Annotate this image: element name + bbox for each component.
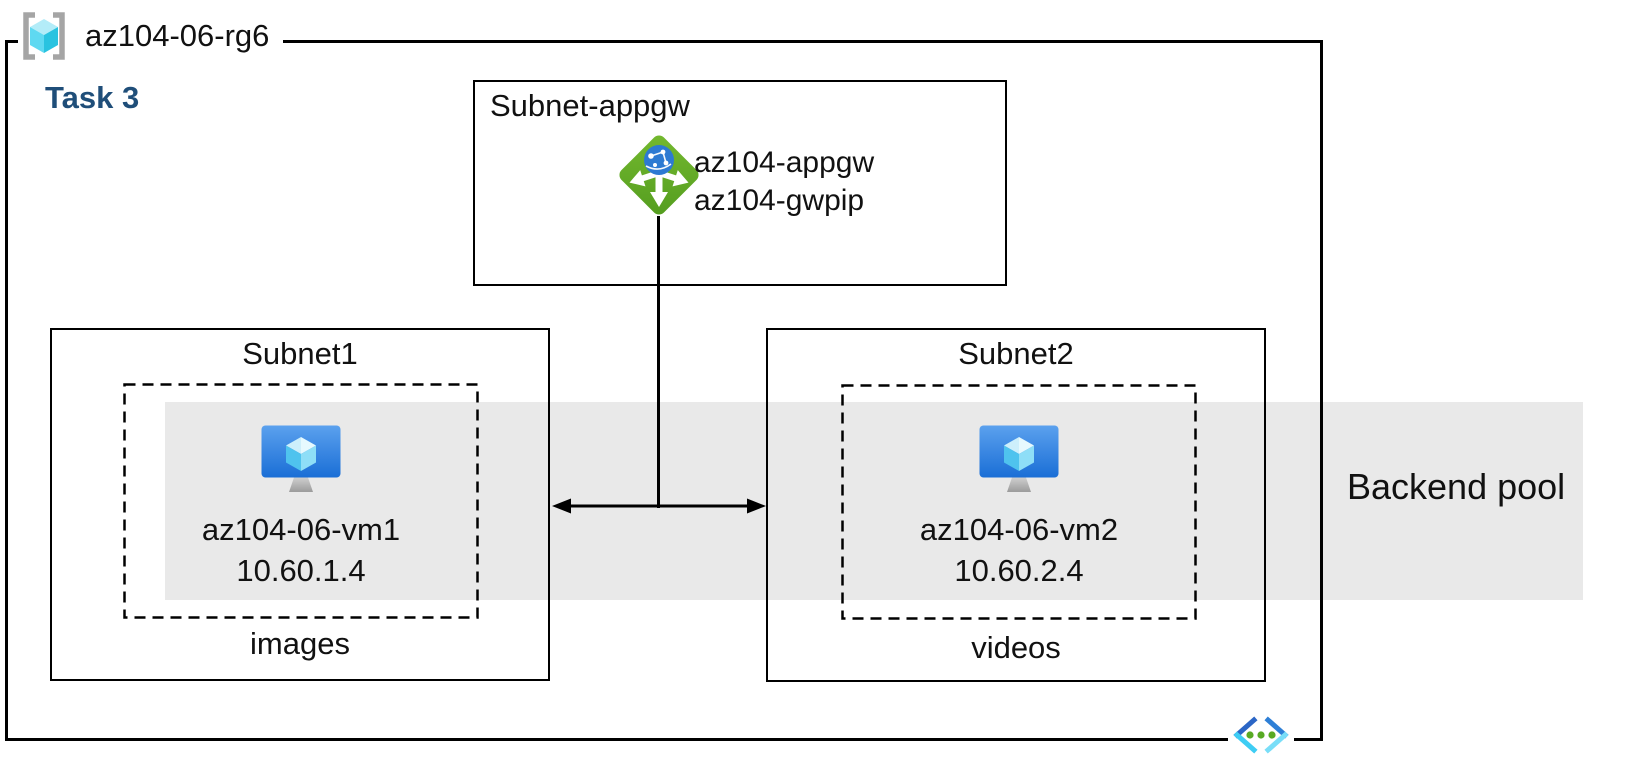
resource-group-title: az104-06-rg6 <box>85 18 270 53</box>
vm2-ip: 10.60.2.4 <box>954 553 1084 588</box>
backend-pool-band <box>165 402 1583 600</box>
application-gateway-name: az104-appgw <box>694 146 875 179</box>
virtual-machine-icon-vm1 <box>261 425 341 492</box>
subnet2-caption: videos <box>971 630 1061 665</box>
vm1-name: az104-06-vm1 <box>201 512 401 547</box>
virtual-network-icon <box>1228 716 1294 754</box>
backend-pool-label: Backend pool <box>1347 466 1566 507</box>
virtual-machine-icon-vm2 <box>979 425 1059 492</box>
subnet1-title: Subnet1 <box>242 336 358 371</box>
subnet-appgw-box <box>473 80 1007 286</box>
subnet1-box <box>50 328 550 681</box>
connector-double-arrow <box>552 498 766 514</box>
application-gateway-icon <box>619 135 699 215</box>
subnet1-dashed-group <box>123 383 479 619</box>
application-gateway-labels: az104-appgw az104-gwpip <box>694 144 874 220</box>
gateway-public-ip-name: az104-gwpip <box>694 184 865 217</box>
vm2-labels: az104-06-vm2 10.60.2.4 <box>841 509 1197 591</box>
subnet2-box <box>766 328 1266 682</box>
resource-group-header: az104-06-rg6 <box>18 10 284 62</box>
subnet2-title: Subnet2 <box>958 336 1074 371</box>
vm1-ip: 10.60.1.4 <box>236 553 366 588</box>
vm2-name: az104-06-vm2 <box>919 512 1119 547</box>
resource-group-icon <box>23 12 65 60</box>
connector-appgw-to-subnets <box>657 216 660 508</box>
subnet2-dashed-group <box>841 384 1197 620</box>
task-label: Task 3 <box>45 80 140 115</box>
vm1-labels: az104-06-vm1 10.60.1.4 <box>123 509 479 591</box>
resource-group-box <box>5 40 1323 741</box>
subnet-appgw-title: Subnet-appgw <box>490 88 690 123</box>
subnet1-caption: images <box>250 626 350 661</box>
